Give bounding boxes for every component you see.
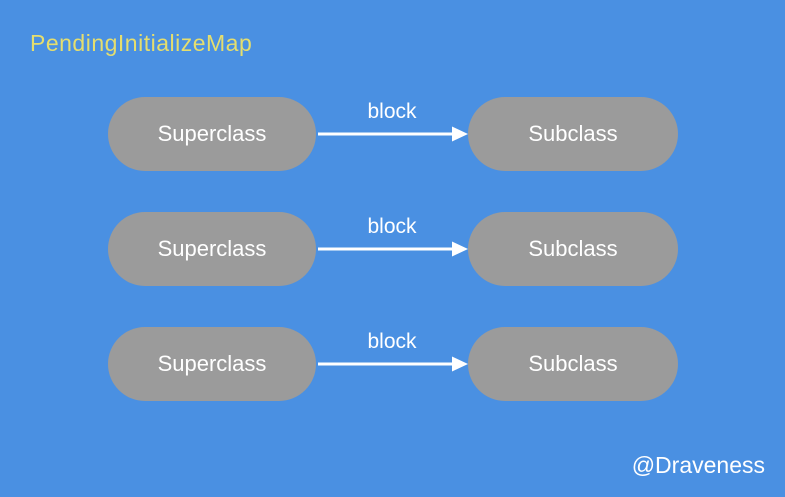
edge-label: block	[367, 215, 417, 238]
edge-label: block	[367, 330, 417, 353]
arrow-right-icon	[318, 126, 468, 142]
superclass-node: Superclass	[108, 327, 316, 401]
mapping-row: Superclass block Subclass	[0, 212, 785, 286]
mapping-row: Superclass block Subclass	[0, 97, 785, 171]
superclass-node: Superclass	[108, 212, 316, 286]
superclass-node: Superclass	[108, 97, 316, 171]
watermark: @Draveness	[631, 452, 765, 478]
mapping-row: Superclass block Subclass	[0, 327, 785, 401]
block-arrow: block	[316, 212, 468, 286]
subclass-node: Subclass	[468, 97, 678, 171]
diagram-title: PendingInitializeMap	[30, 30, 253, 56]
edge-label: block	[367, 100, 417, 123]
subclass-node: Subclass	[468, 212, 678, 286]
arrow-right-icon	[318, 356, 468, 372]
arrow-right-icon	[318, 241, 468, 257]
block-arrow: block	[316, 97, 468, 171]
block-arrow: block	[316, 327, 468, 401]
subclass-node: Subclass	[468, 327, 678, 401]
